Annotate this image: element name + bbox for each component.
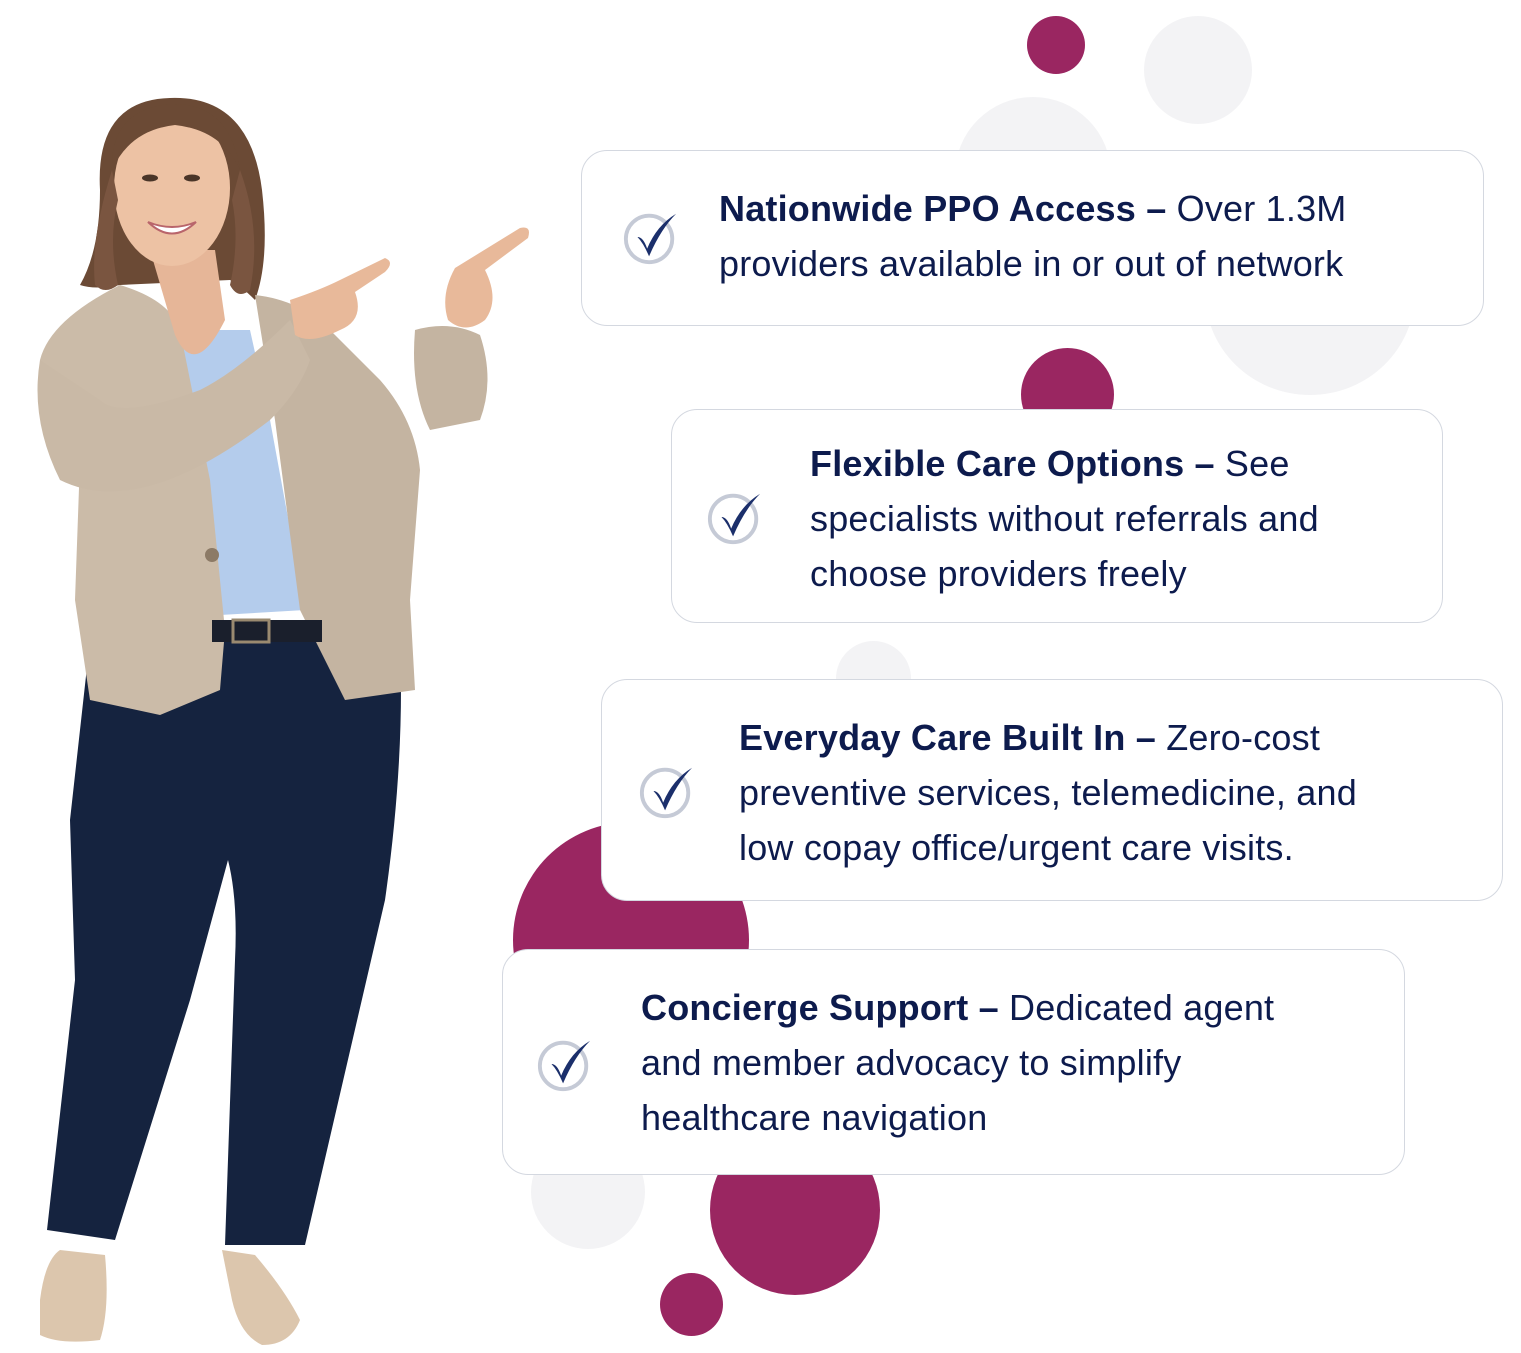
feature-title: Everyday Care Built In – [739, 717, 1156, 758]
feature-text: Flexible Care Options – See specialists … [810, 436, 1430, 601]
check-circle-icon [623, 213, 677, 265]
feature-desc-line: specialists without referrals and [810, 498, 1319, 539]
feature-desc-line: Zero-cost [1166, 717, 1321, 758]
feature-text: Concierge Support – Dedicated agent and … [641, 980, 1381, 1145]
decor-circle-plum-bottom-small [660, 1273, 723, 1336]
feature-card-nationwide-ppo: Nationwide PPO Access – Over 1.3M provid… [581, 150, 1484, 326]
feature-desc-line: Dedicated agent [1009, 987, 1275, 1028]
decor-circle-gray-top-right [1144, 16, 1252, 124]
feature-card-everyday-care: Everyday Care Built In – Zero-cost preve… [601, 679, 1503, 901]
feature-title: Concierge Support – [641, 987, 999, 1028]
feature-text: Everyday Care Built In – Zero-cost preve… [739, 710, 1489, 875]
feature-card-concierge-support: Concierge Support – Dedicated agent and … [502, 949, 1405, 1175]
feature-desc-line: low copay office/urgent care visits. [739, 827, 1294, 868]
feature-title: Flexible Care Options – [810, 443, 1215, 484]
feature-desc-line: preventive services, telemedicine, and [739, 772, 1357, 813]
check-circle-icon [537, 1040, 591, 1092]
feature-desc-line: providers available in or out of network [719, 243, 1344, 284]
feature-title: Nationwide PPO Access – [719, 188, 1167, 229]
feature-desc-line: choose providers freely [810, 553, 1187, 594]
check-circle-icon [639, 767, 693, 819]
feature-desc-line: healthcare navigation [641, 1097, 988, 1138]
feature-desc-line: See [1224, 443, 1290, 484]
feature-card-flexible-care: Flexible Care Options – See specialists … [671, 409, 1443, 623]
check-circle-icon [707, 493, 761, 545]
hero-person-image [37, 97, 529, 1345]
feature-desc-line: Over 1.3M [1176, 188, 1347, 229]
feature-desc-line: and member advocacy to simplify [641, 1042, 1182, 1083]
feature-text: Nationwide PPO Access – Over 1.3M provid… [719, 181, 1459, 291]
decor-circle-plum-top [1027, 16, 1085, 74]
